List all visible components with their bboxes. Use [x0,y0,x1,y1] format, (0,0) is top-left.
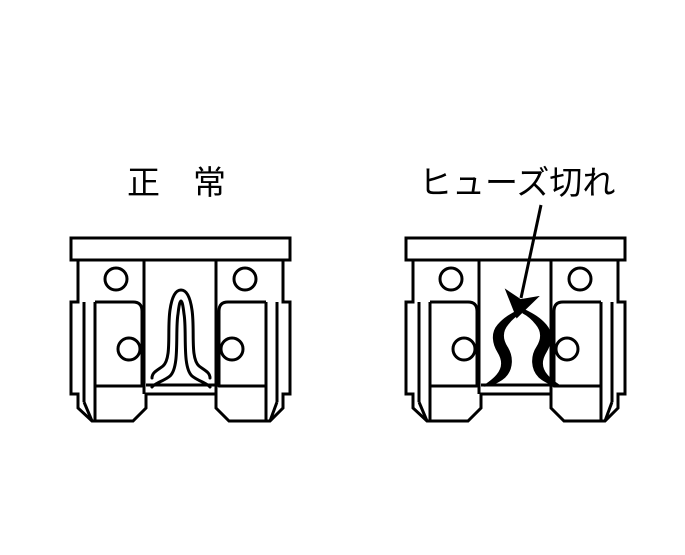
fuse-housing-normal [69,236,292,423]
fuse-diagram-blown [404,236,627,423]
fuse-housing-blown [404,236,627,423]
callout-arrow [504,204,543,319]
fuse-element-intact [150,288,212,389]
fuse-diagram-normal [69,236,292,423]
fuse-element-broken [483,309,561,387]
label-normal-fuse: 正 常 [127,163,226,202]
label-blown-fuse: ヒューズ切れ [419,163,616,202]
